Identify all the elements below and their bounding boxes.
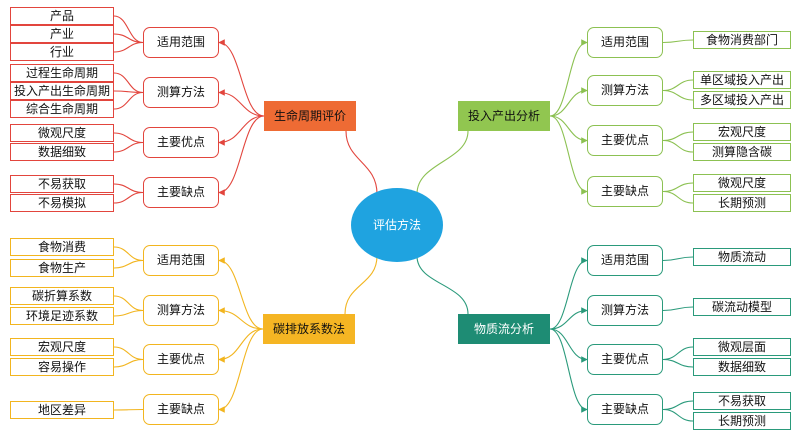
category-node: 主要优点	[143, 127, 219, 158]
connector-category-to-leaf	[662, 39, 694, 44]
branch-node-mfa: 物质流分析	[458, 314, 550, 344]
leaf-node: 投入产出生命周期	[10, 82, 114, 100]
leaf-node: 环境足迹系数	[10, 307, 114, 325]
connector-category-to-leaf	[662, 408, 694, 422]
leaf-node: 微观尺度	[693, 174, 791, 192]
leaf-node: 产业	[10, 25, 114, 43]
connector-category-to-leaf	[662, 358, 694, 368]
leaf-node: 不易获取	[693, 392, 791, 410]
category-node: 适用范围	[143, 245, 219, 276]
category-node: 主要缺点	[587, 394, 663, 425]
connector-category-to-leaf	[113, 191, 144, 204]
category-node: 测算方法	[587, 295, 663, 326]
connector-category-to-leaf	[113, 132, 144, 144]
leaf-node: 微观层面	[693, 338, 791, 356]
category-node: 测算方法	[143, 295, 219, 326]
connector-center-to-branch	[344, 255, 378, 315]
leaf-node: 多区域投入产出	[693, 91, 791, 109]
leaf-node: 不易获取	[10, 175, 114, 193]
connector-branch-to-category	[549, 257, 588, 330]
connector-category-to-leaf	[113, 246, 144, 262]
category-node: 测算方法	[587, 75, 663, 106]
leaf-node: 地区差异	[10, 401, 114, 419]
category-node: 主要缺点	[143, 394, 219, 425]
leaf-node: 数据细致	[693, 358, 791, 376]
category-node: 测算方法	[143, 77, 219, 108]
leaf-node: 数据细致	[10, 143, 114, 161]
connector-branch-to-category	[218, 307, 264, 330]
connector-branch-to-category	[218, 115, 265, 146]
leaf-node: 容易操作	[10, 358, 114, 376]
leaf-node: 长期预测	[693, 194, 791, 212]
connector-category-to-leaf	[662, 256, 694, 262]
leaf-node: 测算隐含碳	[693, 143, 791, 161]
connector-branch-to-category	[549, 115, 588, 144]
category-node: 主要缺点	[143, 177, 219, 208]
category-node: 适用范围	[143, 27, 219, 58]
connector-category-to-leaf	[662, 89, 694, 101]
connector-center-to-branch	[345, 130, 378, 195]
leaf-node: 不易模拟	[10, 194, 114, 212]
connector-category-to-leaf	[662, 139, 694, 153]
connector-branch-to-category	[549, 307, 588, 330]
leaf-node: 碳流动模型	[693, 298, 791, 316]
leaf-node: 碳折算系数	[10, 287, 114, 305]
connector-branch-to-category	[218, 39, 265, 117]
connector-center-to-branch	[416, 130, 469, 195]
center-node: 评估方法	[351, 188, 443, 262]
connector-branch-to-category	[218, 328, 264, 363]
leaf-node: 长期预测	[693, 412, 791, 430]
leaf-node: 微观尺度	[10, 124, 114, 142]
leaf-node: 综合生命周期	[10, 100, 114, 118]
connector-branch-to-category	[218, 115, 265, 196]
connector-category-to-leaf	[113, 358, 144, 368]
leaf-node: 过程生命周期	[10, 64, 114, 82]
category-node: 主要优点	[587, 344, 663, 375]
connector-category-to-leaf	[113, 72, 144, 94]
connector-category-to-leaf	[662, 190, 694, 204]
connector-category-to-leaf	[662, 346, 694, 361]
connector-category-to-leaf	[113, 295, 144, 312]
connector-category-to-leaf	[662, 306, 694, 312]
connector-center-to-branch	[416, 255, 469, 315]
connector-category-to-leaf	[113, 259, 144, 269]
connector-category-to-leaf	[662, 131, 694, 142]
category-node: 适用范围	[587, 27, 663, 58]
connector-branch-to-category	[218, 257, 264, 330]
connector-branch-to-category	[549, 328, 588, 413]
connector-branch-to-category	[549, 39, 588, 117]
connector-category-to-leaf	[113, 91, 144, 110]
leaf-node: 产品	[10, 7, 114, 25]
connector-branch-to-category	[549, 328, 588, 363]
connector-branch-to-category	[218, 328, 264, 413]
branch-node-lifecycle: 生命周期评价	[264, 101, 356, 131]
branch-node-emission: 碳排放系数法	[263, 314, 355, 344]
category-node: 主要优点	[143, 344, 219, 375]
connector-branch-to-category	[549, 87, 588, 117]
connector-branch-to-category	[549, 115, 588, 195]
branch-node-io: 投入产出分析	[458, 101, 550, 131]
leaf-node: 食物消费	[10, 238, 114, 256]
connector-category-to-leaf	[662, 79, 694, 92]
leaf-node: 食物生产	[10, 259, 114, 277]
connector-category-to-leaf	[662, 400, 694, 411]
category-node: 主要优点	[587, 125, 663, 156]
category-node: 主要缺点	[587, 176, 663, 207]
leaf-node: 单区域投入产出	[693, 71, 791, 89]
connector-branch-to-category	[218, 89, 265, 117]
leaf-node: 食物消费部门	[693, 31, 791, 49]
connector-category-to-leaf	[113, 309, 144, 317]
connector-category-to-leaf	[113, 141, 144, 153]
connector-category-to-leaf	[113, 408, 144, 411]
connector-category-to-leaf	[113, 346, 144, 361]
leaf-node: 宏观尺度	[10, 338, 114, 356]
leaf-node: 物质流动	[693, 248, 791, 266]
connector-category-to-leaf	[113, 183, 144, 194]
connector-category-to-leaf	[113, 41, 144, 53]
leaf-node: 行业	[10, 43, 114, 61]
category-node: 适用范围	[587, 245, 663, 276]
connector-category-to-leaf	[662, 182, 694, 193]
leaf-node: 宏观尺度	[693, 123, 791, 141]
